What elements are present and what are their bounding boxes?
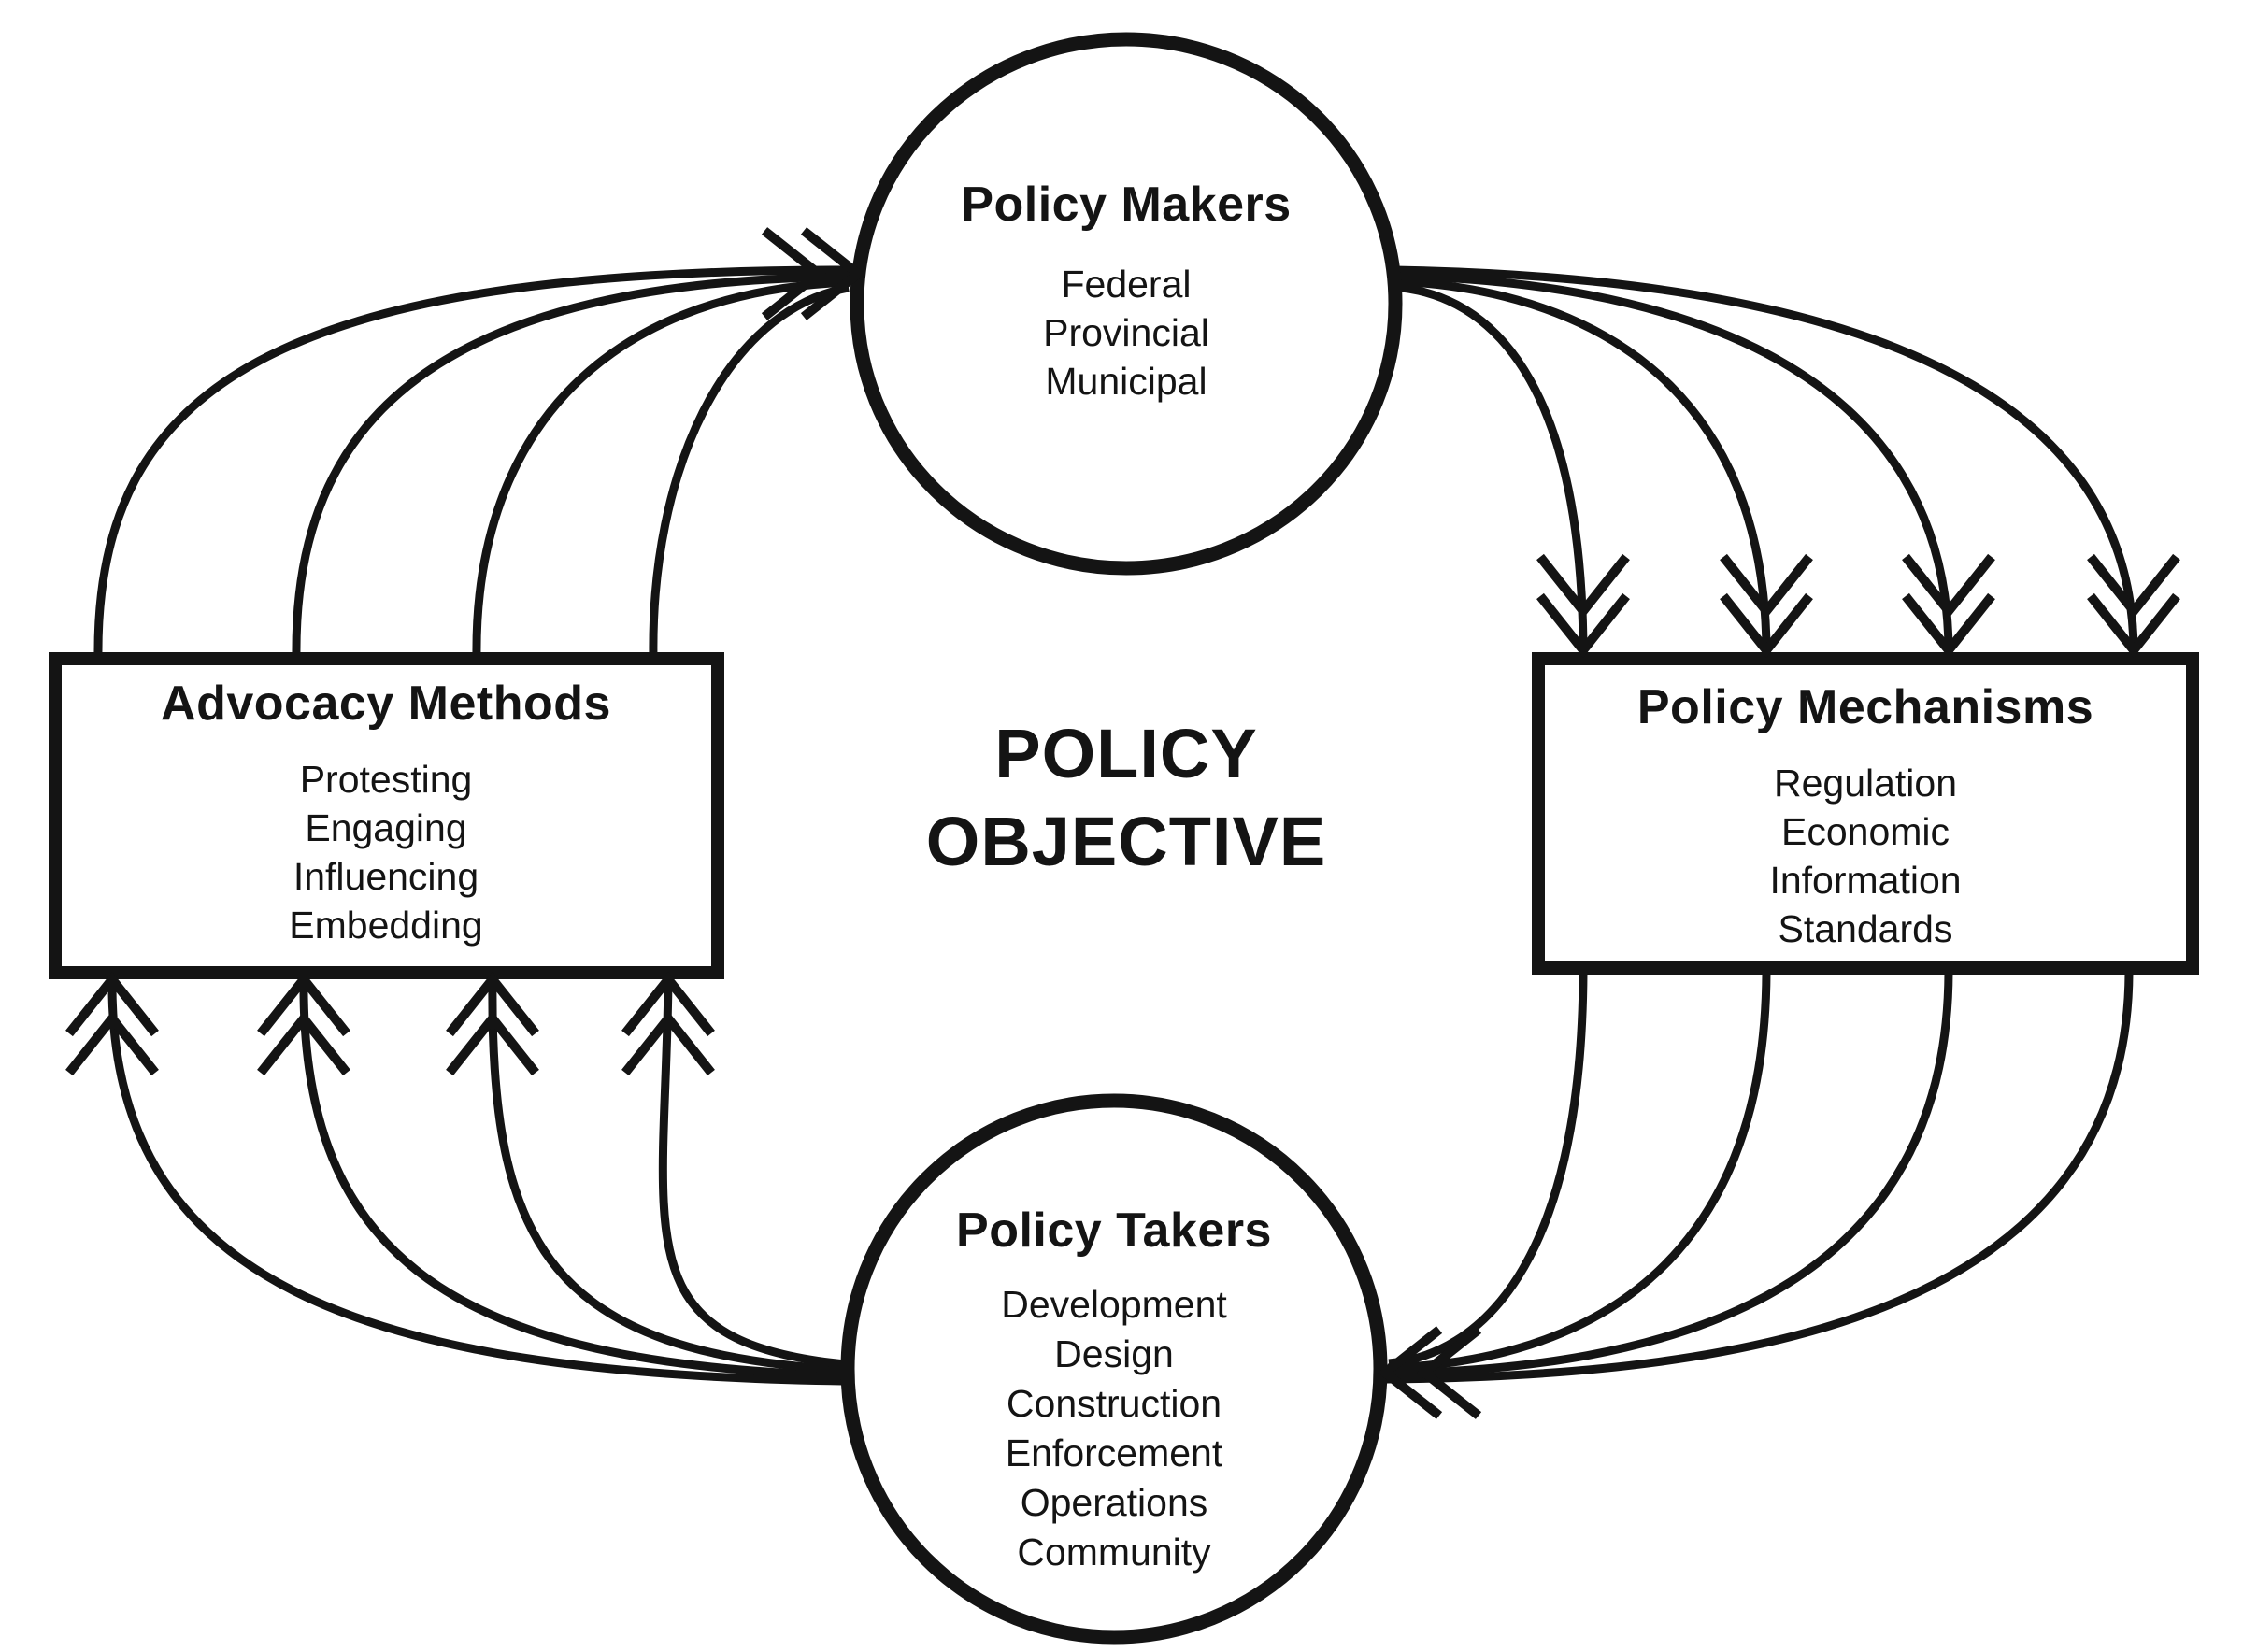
list-item: Regulation bbox=[1773, 762, 1958, 805]
node-policy-takers: Policy Takers Development Design Constru… bbox=[956, 1202, 1272, 1577]
flow-curve bbox=[472, 278, 851, 659]
advocacy-methods-items: Protesting Engaging Influencing Embeddin… bbox=[161, 755, 611, 949]
arrowhead-up-chevrons bbox=[65, 971, 715, 1076]
list-item: Municipal bbox=[1045, 360, 1207, 403]
list-item: Design bbox=[1054, 1332, 1174, 1375]
flow-curve bbox=[1392, 271, 1953, 651]
arrows-takers-to-advocacy bbox=[107, 978, 846, 1386]
policy-makers-title: Policy Makers bbox=[961, 178, 1292, 232]
flow-curve bbox=[1386, 972, 1953, 1378]
flow-curve bbox=[1390, 282, 1588, 651]
flow-curve bbox=[1393, 265, 2138, 651]
list-item: Community bbox=[1017, 1531, 1211, 1574]
policy-makers-circle bbox=[850, 32, 1403, 576]
flow-curve bbox=[488, 978, 845, 1374]
arrows-mechanisms-to-takers bbox=[1385, 972, 2134, 1384]
list-item: Federal bbox=[1061, 263, 1192, 306]
node-policy-makers: Policy Makers Federal Provincial Municip… bbox=[961, 176, 1291, 406]
flow-curve bbox=[299, 978, 844, 1380]
list-item: Influencing bbox=[293, 855, 479, 898]
flow-curve bbox=[649, 283, 850, 659]
list-item: Economic bbox=[1780, 810, 1950, 853]
arrows-advocacy-to-makers bbox=[93, 265, 853, 659]
list-item: Operations bbox=[1020, 1481, 1208, 1524]
policy-objective-line1: POLICY bbox=[994, 715, 1258, 792]
policy-makers-items: Federal Provincial Municipal bbox=[961, 260, 1291, 406]
list-item: Embedding bbox=[289, 904, 483, 947]
arrows-makers-to-mechanisms bbox=[1390, 265, 2138, 651]
list-item: Provincial bbox=[1043, 311, 1209, 354]
flow-curve bbox=[1387, 972, 1771, 1373]
flow-curve bbox=[1385, 972, 2134, 1384]
policy-objective-line2: OBJECTIVE bbox=[925, 803, 1327, 880]
arrowhead-down-chevrons bbox=[1536, 553, 2180, 659]
node-policy-mechanisms: Policy Mechanisms Regulation Economic In… bbox=[1637, 678, 2093, 953]
flow-curve bbox=[107, 978, 844, 1386]
policy-mechanisms-title: Policy Mechanisms bbox=[1636, 680, 2094, 734]
flow-curve bbox=[1388, 972, 1588, 1368]
list-item: Construction bbox=[1006, 1382, 1222, 1425]
policy-mechanisms-items: Regulation Economic Information Standard… bbox=[1637, 759, 2093, 953]
list-item: Development bbox=[1001, 1283, 1227, 1326]
advocacy-methods-title: Advocacy Methods bbox=[161, 676, 611, 731]
list-item: Engaging bbox=[305, 806, 467, 849]
policy-takers-circle bbox=[840, 1093, 1388, 1645]
flow-curve bbox=[93, 265, 853, 659]
advocacy-methods-box bbox=[49, 652, 724, 979]
list-item: Information bbox=[1769, 859, 1962, 902]
flow-curve bbox=[292, 272, 853, 659]
list-item: Standards bbox=[1778, 907, 1953, 950]
arrowhead-right-chevron bbox=[761, 227, 866, 320]
policy-takers-title: Policy Takers bbox=[956, 1203, 1272, 1258]
list-item: Enforcement bbox=[1005, 1431, 1223, 1474]
arrowhead-left-chevron bbox=[1377, 1326, 1482, 1419]
flow-curve bbox=[1391, 277, 1771, 651]
flow-curve bbox=[658, 978, 846, 1369]
node-advocacy-methods: Advocacy Methods Protesting Engaging Inf… bbox=[161, 675, 611, 949]
policy-takers-items: Development Design Construction Enforcem… bbox=[956, 1280, 1272, 1577]
policy-mechanisms-box bbox=[1532, 652, 2199, 975]
list-item: Protesting bbox=[299, 758, 473, 801]
policy-objective-label: POLICY OBJECTIVE bbox=[926, 710, 1326, 886]
